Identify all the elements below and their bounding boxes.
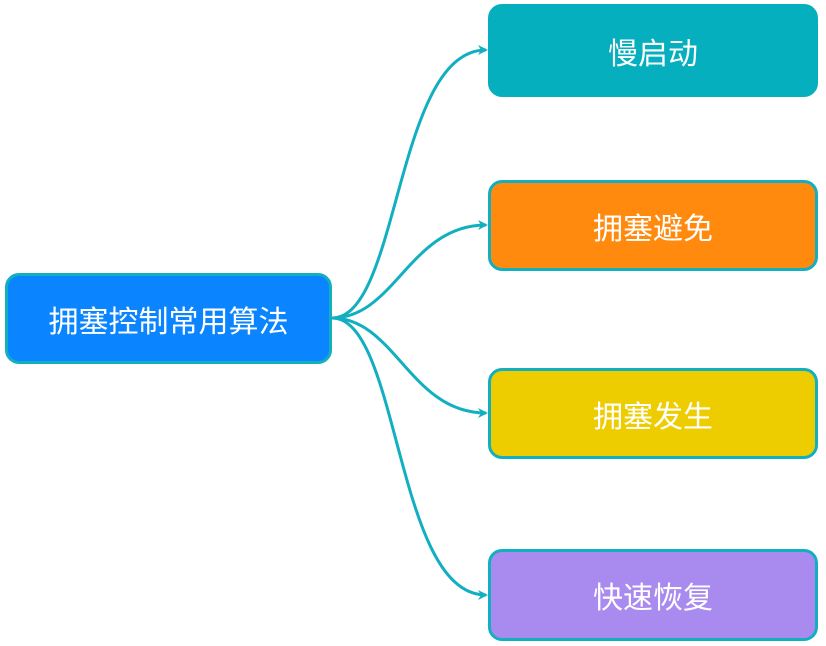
- child-node-slow-start: 慢启动: [488, 4, 818, 97]
- root-node: 拥塞控制常用算法: [5, 273, 332, 364]
- child-node-label: 拥塞避免: [593, 211, 713, 247]
- child-node-congestion-occurrence: 拥塞发生: [488, 368, 818, 459]
- child-node-congestion-avoidance: 拥塞避免: [488, 180, 818, 271]
- connector-to-congestion-occurrence: [331, 316, 488, 418]
- connector-to-slow-start: [331, 45, 488, 320]
- child-node-label: 慢启动: [608, 36, 698, 72]
- child-node-label: 快速恢复: [593, 581, 713, 616]
- root-node-label: 拥塞控制常用算法: [48, 304, 289, 340]
- child-node-fast-recovery: 快速恢复: [488, 549, 818, 641]
- child-node-label: 拥塞发生: [593, 399, 713, 435]
- connector-to-fast-recovery: [331, 316, 488, 600]
- connector-to-congestion-avoidance: [331, 220, 488, 320]
